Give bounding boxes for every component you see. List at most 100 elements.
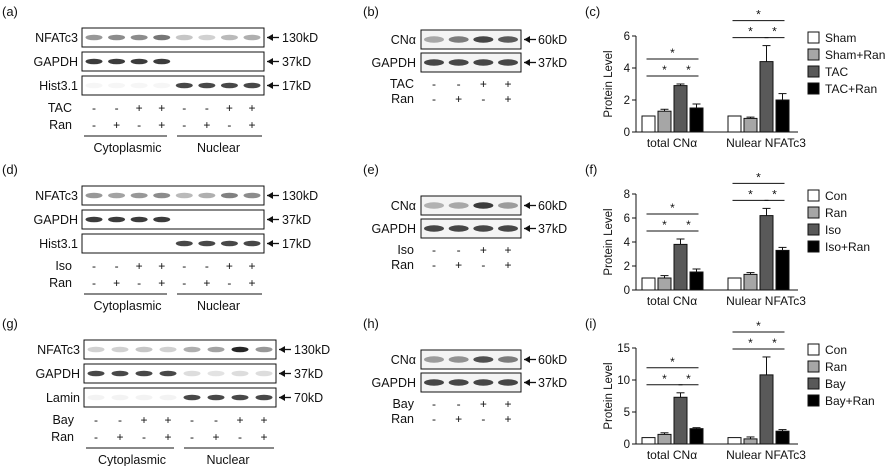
blot-band (175, 192, 193, 199)
blot-band (159, 370, 177, 377)
legend-label: Con (825, 343, 847, 357)
significance-star: * (756, 170, 761, 184)
blot-band (207, 394, 225, 401)
blot-band (111, 370, 129, 377)
y-tick-label: 0 (624, 285, 630, 297)
legend-label: Sham+Ran (825, 48, 885, 62)
blot-band (243, 240, 261, 247)
panel-letter-cn: (h) (363, 316, 379, 331)
panel-letter-wb: (a) (2, 4, 18, 19)
blot-band (175, 34, 193, 41)
significance-star: * (772, 25, 777, 39)
cn-treatment-sign: - (432, 397, 436, 411)
blot-band (87, 346, 105, 353)
cn-blot-band (424, 202, 444, 209)
cn-ranolazine-sign: + (455, 92, 462, 106)
cn-treatment-sign: - (457, 77, 461, 91)
legend-label: TAC+Ran (825, 82, 877, 96)
ranolazine-sign: + (158, 276, 165, 290)
fraction-label-cytoplasmic: Cytoplasmic (98, 453, 166, 466)
legend-swatch (807, 360, 820, 373)
treatment-sign: - (115, 101, 119, 115)
bar (775, 430, 790, 445)
cn-kd-label: 60kD (538, 33, 567, 47)
panel-letter-chart: (c) (585, 4, 600, 19)
panel-letter-cn: (e) (363, 162, 379, 177)
blot-band (220, 34, 238, 41)
blot-band (220, 192, 238, 199)
cn-ranolazine-sign: - (432, 258, 436, 272)
significance-star: * (670, 46, 675, 60)
significance-star: * (772, 187, 777, 201)
x-group-label: total CNα (647, 136, 697, 150)
y-axis-label: Protein Level (603, 50, 615, 117)
blot-label: NFATc3 (35, 189, 78, 203)
panel-letter-cn: (b) (363, 4, 379, 19)
blot-band (85, 34, 103, 41)
cn-treatment-sign: - (432, 243, 436, 257)
blot-band (130, 216, 148, 223)
ranolazine-sign: - (92, 276, 96, 290)
significance-star: * (670, 355, 675, 369)
cn-blot-band (448, 36, 469, 43)
significance-star: * (748, 187, 753, 201)
cn-ranolazine-name: Ran (391, 412, 414, 426)
blot-label: GAPDH (36, 367, 80, 381)
blot-band (111, 394, 129, 401)
treatment-name: Iso (55, 259, 72, 273)
treatment-sign: + (164, 413, 171, 427)
blot-band (87, 370, 105, 377)
cn-kd-label: 37kD (538, 56, 567, 70)
blot-label: GAPDH (34, 55, 78, 69)
blot-box-1 (81, 209, 265, 230)
cn-ranolazine-name: Ran (391, 92, 414, 106)
fraction-label-nuclear: Nuclear (197, 141, 240, 155)
cn-treatment-name: TAC (390, 77, 414, 91)
blot-band (243, 34, 261, 41)
cn-blot-band (473, 225, 494, 232)
cn-blot-band (498, 36, 518, 43)
bar (759, 61, 774, 133)
kd-arrow-head (279, 346, 285, 353)
bar (657, 433, 672, 445)
bar (689, 271, 704, 291)
cn-treatment-name: Iso (397, 243, 414, 257)
fraction-label-cytoplasmic: Cytoplasmic (93, 141, 161, 155)
treatment-sign: + (236, 413, 243, 427)
cn-kd-label: 37kD (538, 376, 567, 390)
legend-swatch (807, 377, 820, 390)
blot-box-2 (83, 387, 277, 408)
cn-treatment-sign: + (480, 77, 487, 91)
cn-kd-arrow-head (524, 379, 530, 386)
treatment-sign: - (182, 101, 186, 115)
cn-treatment-sign: + (480, 243, 487, 257)
bar (727, 277, 742, 291)
blot-band (159, 394, 177, 401)
bar (641, 277, 656, 291)
cn-kd-arrow-head (524, 202, 530, 209)
bar (727, 437, 742, 445)
y-tick-label: 5 (624, 407, 630, 419)
kd-arrow-head (267, 216, 273, 223)
cn-treatment-sign: + (504, 77, 511, 91)
cn-blot-label: GAPDH (372, 376, 416, 390)
blot-box-2 (81, 233, 265, 254)
blot-band (183, 394, 201, 401)
significance-star: * (662, 218, 667, 232)
blot-box-0 (83, 339, 277, 360)
bar (673, 85, 688, 133)
blot-band (108, 192, 126, 199)
ranolazine-sign: - (190, 430, 194, 444)
significance-star: * (686, 218, 691, 232)
treatment-sign: + (158, 101, 165, 115)
panel-letter-wb: (g) (2, 316, 18, 331)
legend-label: TAC (825, 65, 848, 79)
bar (673, 396, 688, 445)
kd-label: 17kD (282, 237, 311, 251)
cn-kd-label: 60kD (538, 353, 567, 367)
blot-band (255, 346, 273, 353)
kd-label: 37kD (282, 213, 311, 227)
treatment-sign: - (205, 101, 209, 115)
ranolazine-name: Ran (49, 118, 72, 132)
